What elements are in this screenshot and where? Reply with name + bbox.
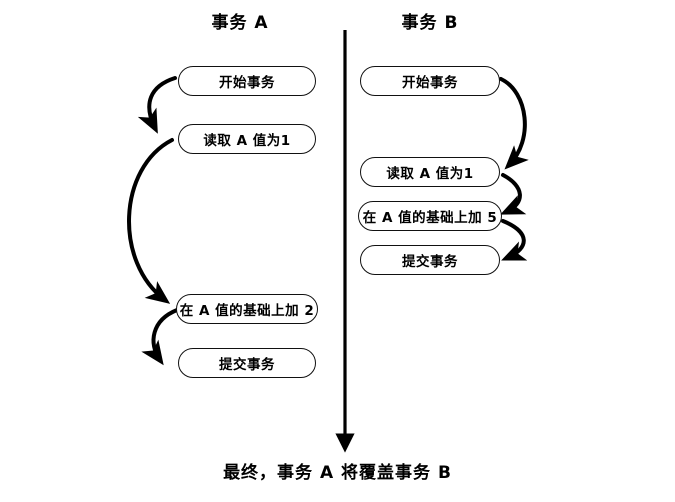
arrow-b-1-to-2 — [499, 77, 529, 170]
arrow-a-1-to-2 — [137, 76, 177, 134]
node-a-read-value[interactable]: 读取 A 值为1 — [178, 124, 316, 154]
arrow-b-2-to-3 — [500, 173, 527, 215]
node-b-read-value[interactable]: 读取 A 值为1 — [360, 157, 500, 187]
node-b-commit-transaction[interactable]: 提交事务 — [360, 245, 500, 275]
arrow-a-2-to-3 — [127, 138, 174, 304]
node-b-begin-transaction[interactable]: 开始事务 — [360, 66, 500, 96]
node-b-add-value[interactable]: 在 A 值的基础上加 5 — [358, 201, 502, 231]
column-header-transaction-b: 事务 B — [401, 13, 459, 33]
column-header-transaction-a: 事务 A — [211, 13, 269, 33]
diagram-caption: 最终，事务 A 将覆盖事务 B — [223, 463, 452, 483]
node-a-commit-transaction[interactable]: 提交事务 — [178, 348, 316, 378]
node-a-add-value[interactable]: 在 A 值的基础上加 2 — [176, 294, 318, 324]
node-a-begin-transaction[interactable]: 开始事务 — [178, 66, 316, 96]
arrow-a-3-to-4 — [141, 308, 179, 366]
arrow-b-3-to-4 — [501, 219, 528, 261]
